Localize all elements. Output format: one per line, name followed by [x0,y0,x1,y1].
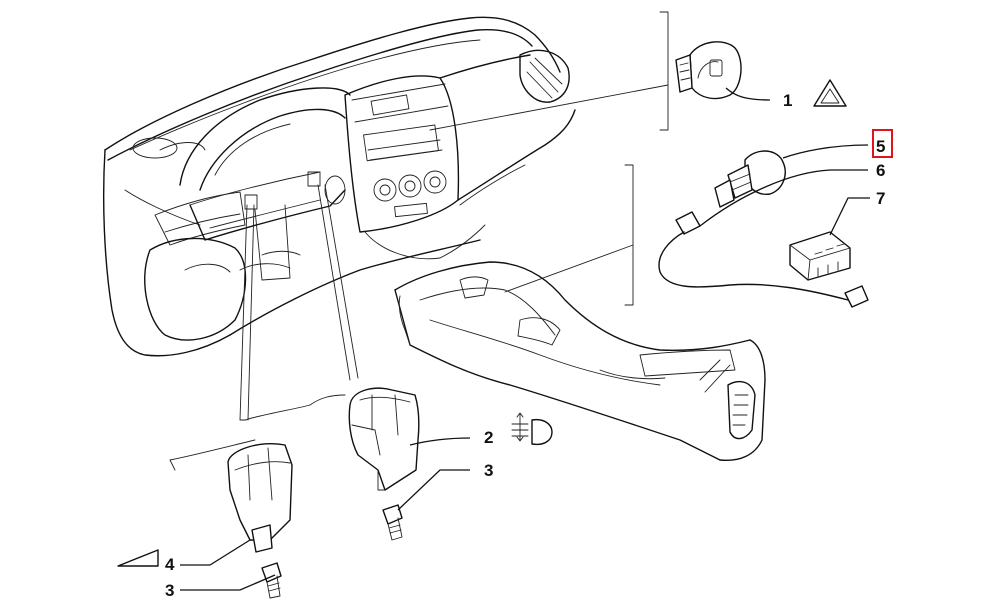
callout-label-7: 7 [876,189,885,208]
callout-label-1: 1 [783,91,792,110]
callout-label-6: 6 [876,161,885,180]
callout-label-4: 4 [165,555,175,574]
callout-label-5: 5 [876,137,885,156]
part-2-light-switch [348,387,420,491]
center-console-illustration [394,261,766,462]
connection-lines [169,11,669,471]
callout-label-3-upper: 3 [484,461,493,480]
rheostat-triangle-icon [117,549,159,567]
part-1-hazard-switch [675,41,742,100]
screw-upper [382,504,403,541]
hazard-warning-triangle-icon [813,79,847,107]
part-4-wiper-switch [227,443,293,553]
callout-label-3-lower: 3 [165,581,174,600]
screw-lower [261,562,282,599]
callout-5-highlight-box [872,129,893,158]
callout-leaders [180,87,870,591]
headlamp-leveling-icon [511,412,553,446]
part-7-connector [789,231,851,281]
dashboard-illustration [102,16,576,357]
part-6-wiring-harness [658,211,869,308]
callout-label-2: 2 [484,428,493,447]
part-5-switch [714,150,786,208]
